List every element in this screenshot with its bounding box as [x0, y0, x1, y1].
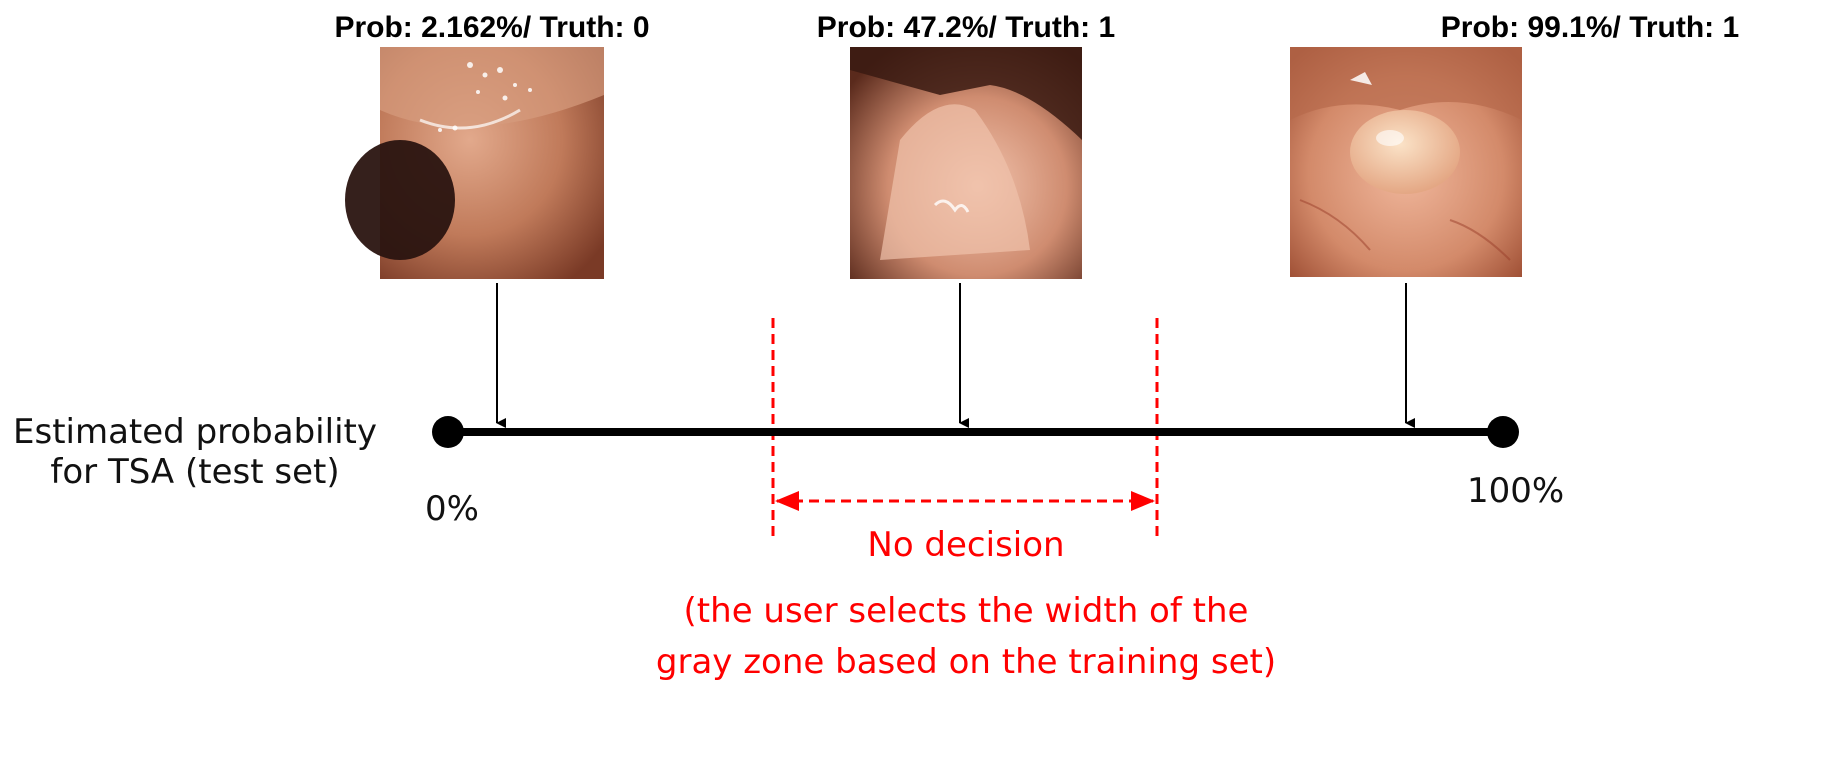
endoscopy-image-high: [1290, 47, 1522, 277]
image-label-low: Prob: 2.162%/ Truth: 0: [334, 11, 649, 44]
axis-min-label: 0%: [425, 489, 479, 529]
axis-end-dot: [1487, 416, 1519, 448]
gray-zone-label: No decision: [867, 525, 1064, 565]
gray-zone-note-line2: gray zone based on the training set): [656, 642, 1276, 682]
axis-title-line2: for TSA (test set): [50, 452, 339, 492]
axis-start-dot: [432, 416, 464, 448]
gray-zone-note-line1: (the user selects the width of the: [684, 591, 1249, 631]
endoscopy-image-mid: [850, 47, 1082, 279]
axis-title-line1: Estimated probability: [13, 412, 377, 452]
axis-max-label: 100%: [1467, 471, 1564, 511]
image-label-mid: Prob: 47.2%/ Truth: 1: [817, 11, 1115, 44]
image-label-high: Prob: 99.1%/ Truth: 1: [1441, 11, 1739, 44]
endoscopy-image-low: [345, 47, 604, 279]
